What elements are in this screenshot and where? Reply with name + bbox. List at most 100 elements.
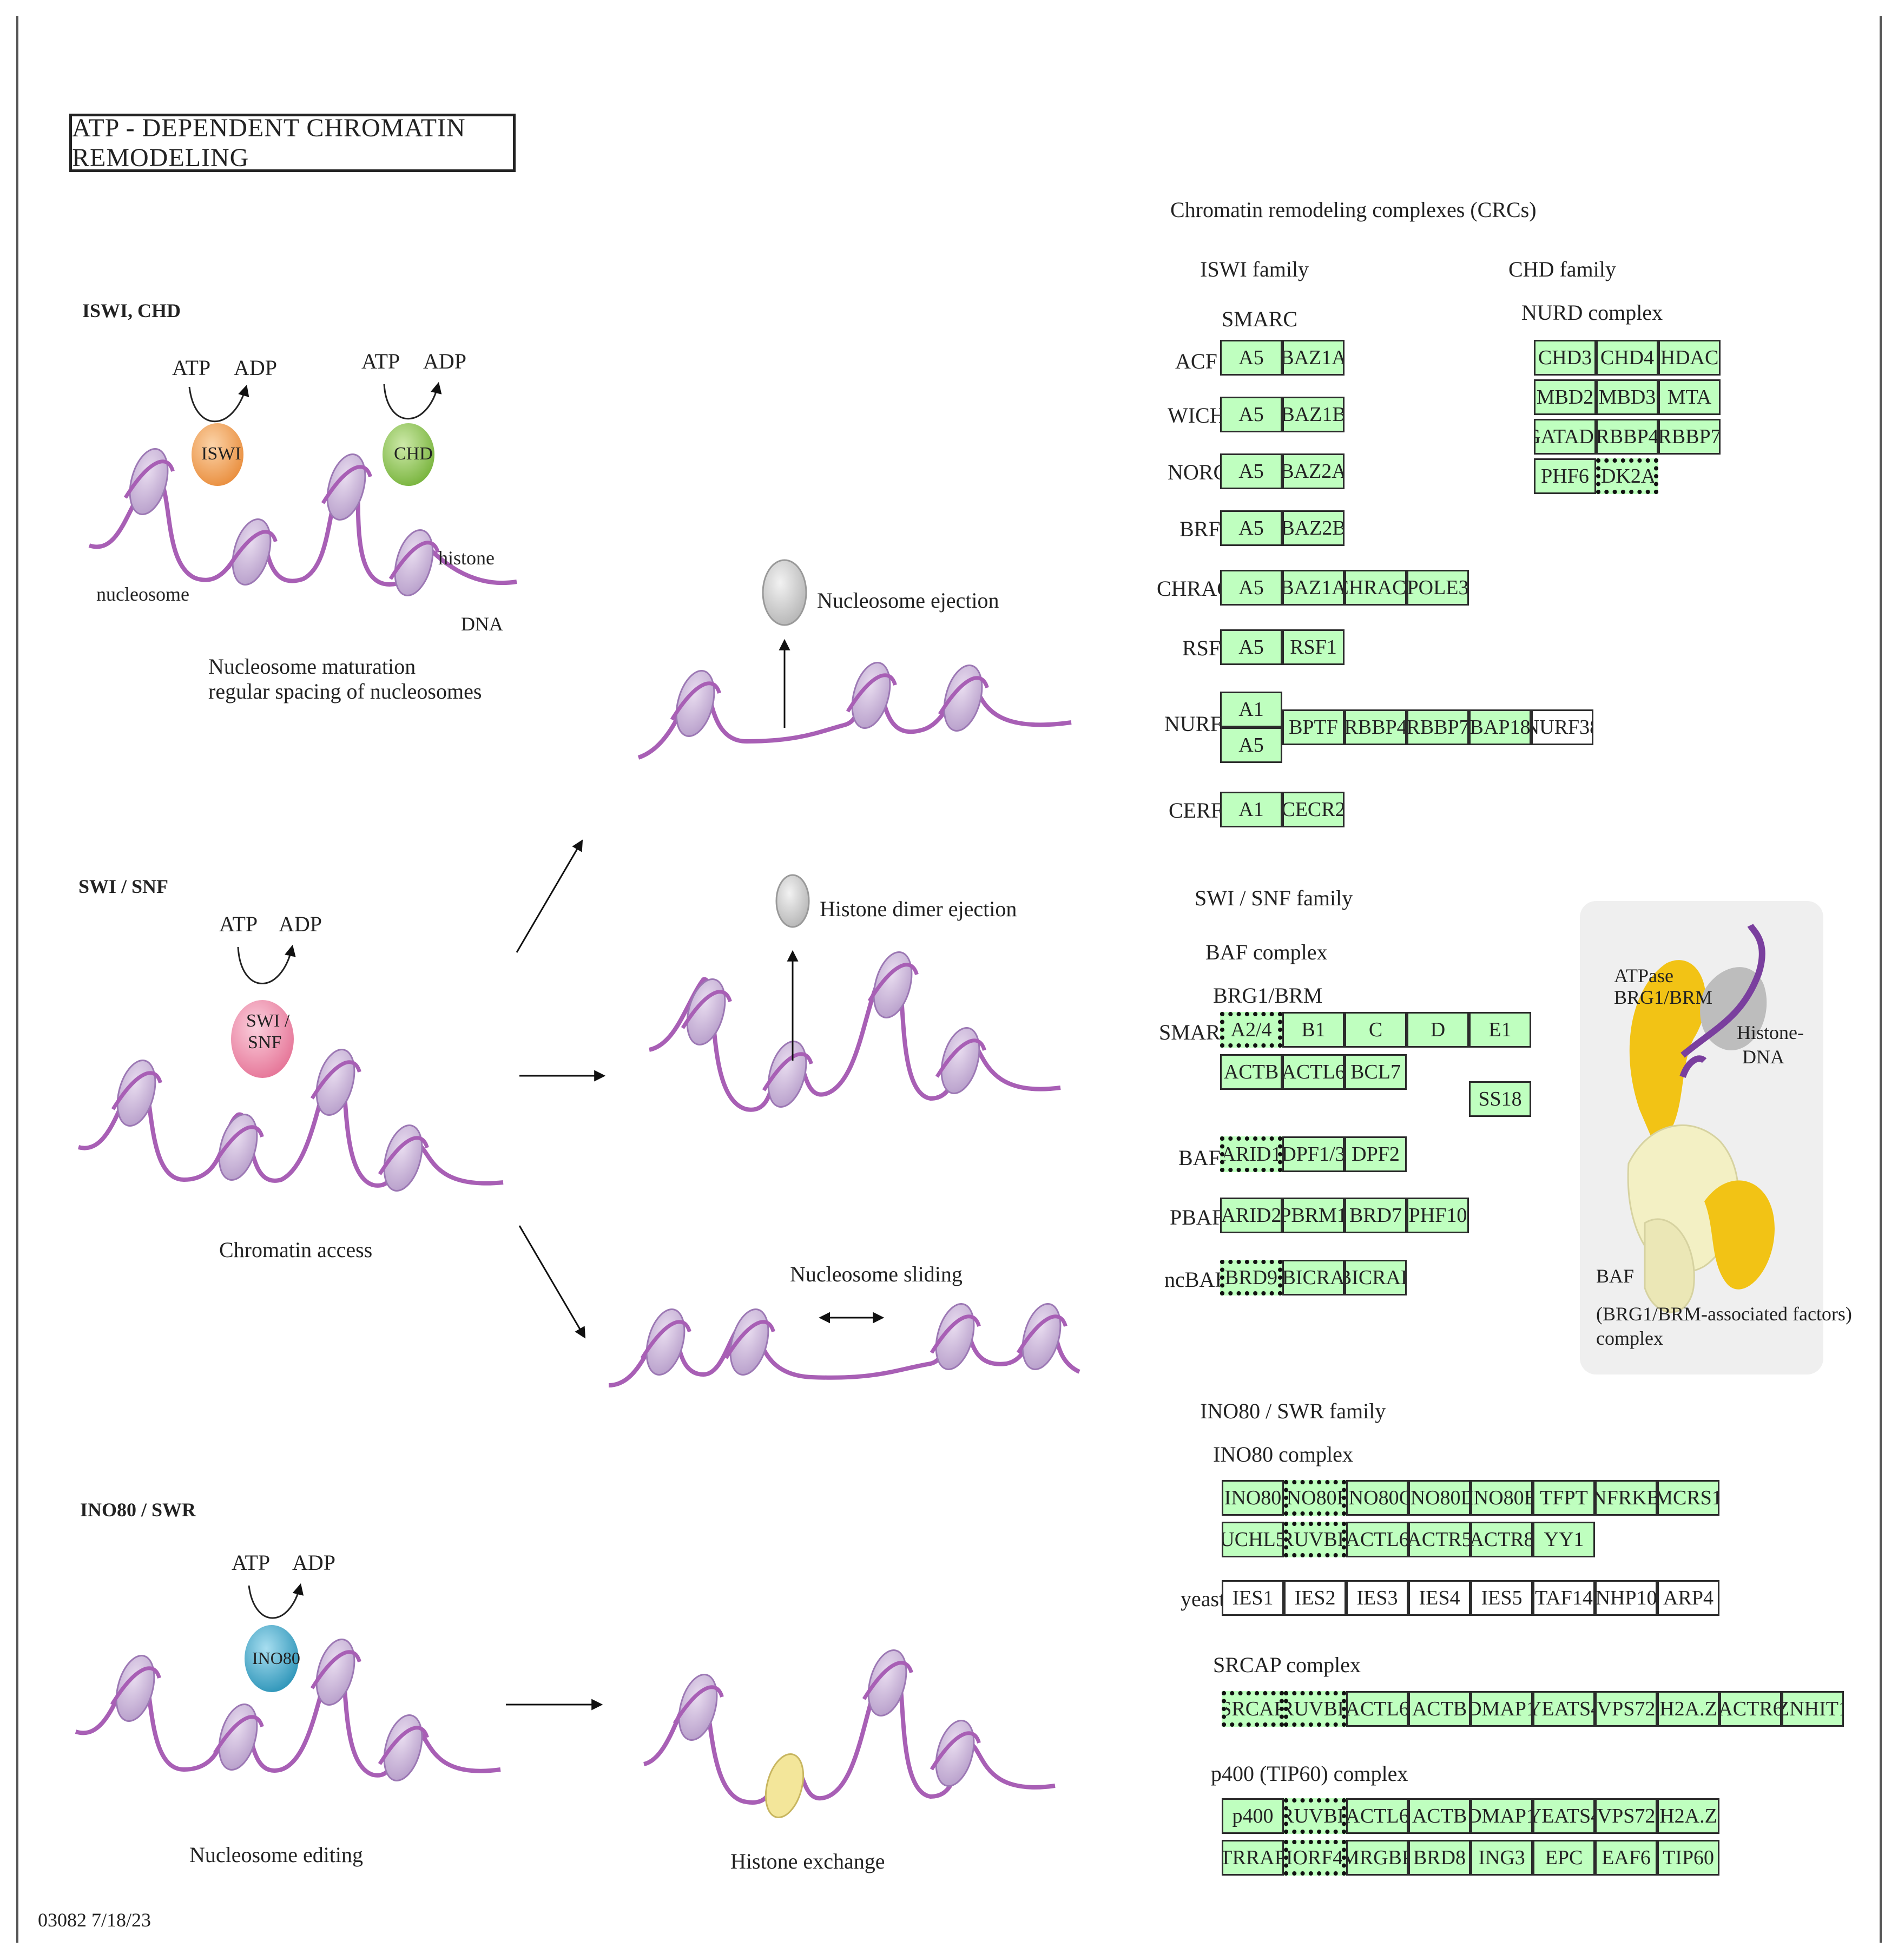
gene-box[interactable]: ACTB <box>1408 1798 1471 1834</box>
gene-box[interactable]: INO80E <box>1471 1480 1533 1516</box>
gene-box[interactable]: RSF1 <box>1282 629 1345 665</box>
gene-box[interactable]: MTA <box>1658 379 1721 415</box>
gene-box[interactable]: BRD8 <box>1408 1840 1471 1876</box>
gene-box[interactable]: C <box>1345 1012 1407 1048</box>
gene-box[interactable]: B1 <box>1282 1012 1345 1048</box>
gene-box[interactable]: MRGBP <box>1346 1840 1408 1876</box>
gene-box[interactable]: E1 <box>1469 1012 1531 1048</box>
gene-box[interactable]: ACTB <box>1408 1691 1471 1727</box>
gene-box[interactable]: TFPT <box>1533 1480 1595 1516</box>
gene-box[interactable]: A5 <box>1220 453 1282 489</box>
gene-box[interactable]: TAF14 <box>1533 1580 1595 1616</box>
gene-box[interactable]: A5 <box>1220 340 1282 376</box>
gene-box[interactable]: NHP10 <box>1595 1580 1657 1616</box>
gene-box[interactable]: MCRS1 <box>1657 1480 1719 1516</box>
gene-box[interactable]: BRD9 <box>1220 1260 1282 1295</box>
gene-box[interactable]: CHD4 <box>1596 340 1658 376</box>
gene-box[interactable]: BICRA <box>1282 1260 1345 1295</box>
gene-box[interactable]: A1 <box>1220 692 1282 727</box>
gene-box[interactable]: IES4 <box>1408 1580 1471 1616</box>
gene-box[interactable]: ACTB <box>1220 1054 1282 1090</box>
gene-box[interactable]: BICRAL <box>1345 1260 1407 1295</box>
gene-box[interactable]: BRD7 <box>1345 1198 1407 1233</box>
gene-box[interactable]: NURF38 <box>1531 709 1593 745</box>
gene-box[interactable]: D <box>1407 1012 1469 1048</box>
gene-box[interactable]: INO80D <box>1408 1480 1471 1516</box>
gene-box[interactable]: IES2 <box>1284 1580 1346 1616</box>
gene-box[interactable]: IES1 <box>1222 1580 1284 1616</box>
gene-box[interactable]: MBD2 <box>1534 379 1596 415</box>
gene-box[interactable]: CDK2AP <box>1596 458 1658 494</box>
gene-box[interactable]: H2A.Z <box>1657 1798 1719 1834</box>
gene-box[interactable]: RBBP4 <box>1596 419 1658 455</box>
gene-box[interactable]: BAZ1A <box>1282 340 1345 376</box>
gene-box[interactable]: ACTR8 <box>1471 1522 1533 1557</box>
gene-box[interactable]: INO80B <box>1284 1480 1346 1516</box>
gene-box[interactable]: ARP4 <box>1657 1580 1719 1616</box>
gene-box[interactable]: YEATS4 <box>1533 1691 1595 1727</box>
gene-box[interactable]: MORF4L <box>1284 1840 1346 1876</box>
gene-box[interactable]: ING3 <box>1471 1840 1533 1876</box>
gene-box[interactable]: PBRM1 <box>1282 1198 1345 1233</box>
gene-box[interactable]: ARID2 <box>1220 1198 1282 1233</box>
gene-box[interactable]: TRRAP <box>1222 1840 1284 1876</box>
gene-box[interactable]: PHF6 <box>1534 458 1596 494</box>
gene-box[interactable]: DMAP1 <box>1471 1798 1533 1834</box>
gene-box[interactable]: VPS72 <box>1595 1691 1657 1727</box>
gene-box[interactable]: CECR2 <box>1282 792 1345 827</box>
gene-box[interactable]: A5 <box>1220 397 1282 432</box>
gene-box[interactable]: A5 <box>1220 510 1282 546</box>
gene-box[interactable]: SS18 <box>1469 1081 1531 1117</box>
gene-box[interactable]: RBBP4 <box>1345 709 1407 745</box>
gene-box[interactable]: DPF2 <box>1345 1136 1407 1172</box>
gene-box[interactable]: SRCAP <box>1222 1691 1284 1727</box>
gene-box[interactable]: BAZ2A <box>1282 453 1345 489</box>
gene-box[interactable]: BPTF <box>1282 709 1345 745</box>
gene-box[interactable]: INO80 <box>1222 1480 1284 1516</box>
gene-box[interactable]: PHF10 <box>1407 1198 1469 1233</box>
gene-box[interactable]: A5 <box>1220 570 1282 606</box>
gene-box[interactable]: RUVBL <box>1284 1691 1346 1727</box>
gene-box[interactable]: MBD3 <box>1596 379 1658 415</box>
gene-box[interactable]: BAZ1B <box>1282 397 1345 432</box>
gene-box[interactable]: IES5 <box>1471 1580 1533 1616</box>
gene-box[interactable]: RBBP7 <box>1407 709 1469 745</box>
gene-box[interactable]: EPC <box>1533 1840 1595 1876</box>
gene-box[interactable]: YY1 <box>1533 1522 1595 1557</box>
gene-box[interactable]: ACTL6 <box>1282 1054 1345 1090</box>
gene-box[interactable]: A5 <box>1220 629 1282 665</box>
gene-box[interactable]: ACTL6 <box>1346 1522 1408 1557</box>
gene-box[interactable]: HDAC <box>1658 340 1721 376</box>
gene-box[interactable]: CHRAC1 <box>1345 570 1407 606</box>
gene-box[interactable]: ACTL6 <box>1346 1691 1408 1727</box>
gene-box[interactable]: BCL7 <box>1345 1054 1407 1090</box>
gene-box[interactable]: DMAP1 <box>1471 1691 1533 1727</box>
gene-box[interactable]: RBBP7 <box>1658 419 1721 455</box>
gene-box[interactable]: RUVBL <box>1284 1522 1346 1557</box>
gene-box[interactable]: ACTR6 <box>1719 1691 1782 1727</box>
gene-box[interactable]: A5 <box>1220 727 1282 763</box>
gene-box[interactable]: TIP60 <box>1657 1840 1719 1876</box>
gene-box[interactable]: NFRKB <box>1595 1480 1657 1516</box>
gene-box[interactable]: VPS72 <box>1595 1798 1657 1834</box>
gene-box[interactable]: EAF6 <box>1595 1840 1657 1876</box>
gene-box[interactable]: YEATS4 <box>1533 1798 1595 1834</box>
gene-box[interactable]: CHD3 <box>1534 340 1596 376</box>
gene-box[interactable]: IES3 <box>1346 1580 1408 1616</box>
gene-box[interactable]: ACTL6 <box>1346 1798 1408 1834</box>
gene-box[interactable]: ZNHIT1 <box>1782 1691 1844 1727</box>
gene-box[interactable]: RUVBL <box>1284 1798 1346 1834</box>
gene-box[interactable]: BAZ2B <box>1282 510 1345 546</box>
gene-box[interactable]: BAP18 <box>1469 709 1531 745</box>
gene-box[interactable]: GATAD2 <box>1534 419 1596 455</box>
gene-box[interactable]: A1 <box>1220 792 1282 827</box>
gene-box[interactable]: UCHL5 <box>1222 1522 1284 1557</box>
gene-box[interactable]: ACTR5 <box>1408 1522 1471 1557</box>
gene-box[interactable]: INO80C <box>1346 1480 1408 1516</box>
gene-box[interactable]: POLE3 <box>1407 570 1469 606</box>
gene-box[interactable]: p400 <box>1222 1798 1284 1834</box>
gene-box[interactable]: A2/4 <box>1220 1012 1282 1048</box>
gene-box[interactable]: DPF1/3 <box>1282 1136 1345 1172</box>
gene-box[interactable]: H2A.Z <box>1657 1691 1719 1727</box>
gene-box[interactable]: ARID1 <box>1220 1136 1282 1172</box>
